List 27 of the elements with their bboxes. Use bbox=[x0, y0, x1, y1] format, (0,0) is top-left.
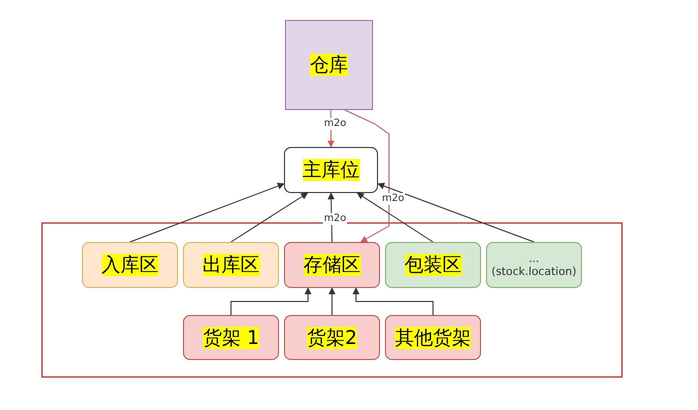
edge-label: m2o bbox=[323, 213, 348, 225]
arrow bbox=[230, 192, 308, 242]
node-label: 仓库 bbox=[310, 54, 348, 76]
arrow bbox=[328, 287, 336, 316]
zone-box bbox=[385, 242, 481, 288]
node-label: ... (stock.location) bbox=[490, 252, 578, 278]
arrow bbox=[130, 182, 285, 242]
shelf-box bbox=[284, 315, 380, 360]
arrow bbox=[356, 192, 434, 242]
node-label: 货架 1 bbox=[202, 326, 260, 348]
shelf-box bbox=[385, 315, 481, 360]
arrow bbox=[352, 287, 434, 316]
zone-box bbox=[486, 242, 582, 288]
edge-label: m2o bbox=[381, 193, 406, 205]
arrow bbox=[377, 182, 534, 242]
shelf-box bbox=[183, 315, 279, 360]
zone-box bbox=[82, 242, 178, 288]
zone-box bbox=[284, 242, 380, 288]
location-box bbox=[284, 147, 378, 193]
edge-label: m2o bbox=[323, 118, 348, 130]
node-label: 出库区 bbox=[202, 254, 260, 276]
node-label: 其他货架 bbox=[395, 326, 471, 348]
zone-box bbox=[183, 242, 279, 288]
arrow bbox=[230, 287, 312, 316]
arrow bbox=[344, 110, 390, 242]
warehouse-box bbox=[285, 20, 373, 110]
node-label: 货架2 bbox=[306, 326, 358, 348]
